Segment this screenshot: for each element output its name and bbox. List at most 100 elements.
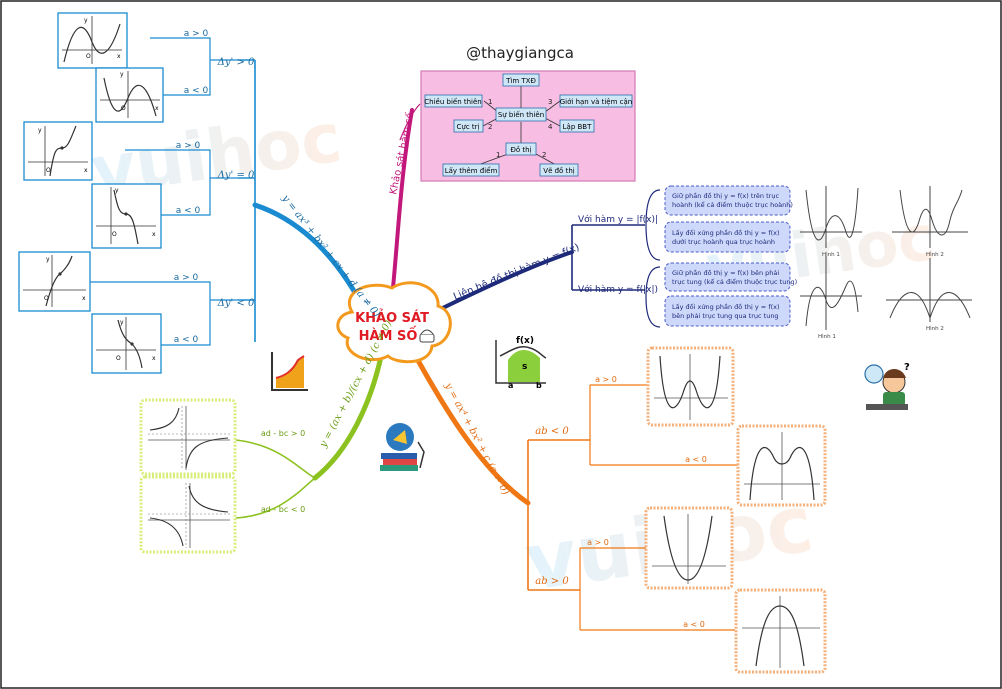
figure-caption: Hình 1 (818, 333, 836, 340)
axis-origin: O (112, 231, 117, 238)
step-number: 1 (488, 98, 492, 106)
survey-node-dothi[interactable]: Đồ thị (505, 142, 537, 156)
cubic-sub-label: a > 0 (184, 29, 209, 39)
survey-node-label: Vẽ đồ thị (543, 167, 574, 175)
figure-caption: Hình 2 (926, 251, 944, 258)
survey-node-gioihan[interactable]: Giới hạn và tiệm cận (559, 94, 633, 108)
cubic-sub-label: a < 0 (176, 206, 201, 216)
integral-s-label: s (522, 362, 527, 372)
rational-sub-label: ad - bc < 0 (261, 505, 305, 514)
quartic-graph-4 (734, 588, 827, 674)
integral-b-label: b (536, 381, 542, 390)
center-title-line2: HÀM SỐ (359, 326, 418, 344)
abs-item-text-line2: dưới trục hoành qua trục hoành (672, 238, 775, 246)
figure-caption: Hình 1 (822, 251, 840, 258)
survey-node-lapbbt[interactable]: Lập BBT (559, 119, 595, 133)
integral-fx-label: f(x) (516, 336, 534, 346)
step-number: 2 (488, 123, 492, 131)
svg-text:?: ? (904, 362, 910, 373)
axis-origin: O (44, 295, 49, 302)
cubic-case-1-label: Δy' > 0 (217, 57, 255, 68)
rational-sub-label: ad - bc > 0 (261, 429, 305, 438)
abs-item-text: Lấy đối xứng phần đồ thị y = f(x)bên phả… (672, 303, 780, 320)
survey-node-label: Cực trị (457, 123, 480, 131)
integral-icon: f(x) s a b (495, 336, 547, 390)
quartic-case-1-label: ab < 0 (535, 426, 569, 437)
cubic-graph-2: O x y (95, 67, 164, 123)
axis-x: x (152, 231, 156, 238)
cubic-sub-label: a > 0 (176, 141, 201, 151)
survey-node-label: Chiều biến thiên (424, 98, 481, 106)
axis-x: x (152, 355, 156, 362)
cake-icon (419, 329, 435, 343)
cubic-graph-3: O x y (23, 121, 93, 181)
quartic-sub-label: a > 0 (587, 538, 609, 547)
axis-origin: O (46, 167, 51, 174)
abs-case1-label: Với hàm y = |f(x)| (578, 214, 658, 225)
axis-y: y (115, 187, 119, 194)
axis-origin: O (116, 355, 121, 362)
step-number: 1 (496, 151, 500, 159)
survey-node-cuctri[interactable]: Cực trị (453, 119, 484, 133)
axis-origin: O (121, 105, 126, 112)
quartic-graph-1 (646, 346, 735, 427)
quartic-sub-label: a < 0 (685, 455, 707, 464)
step-number: 2 (542, 151, 546, 159)
area-chart-icon (271, 352, 308, 391)
step-number: 4 (548, 123, 553, 131)
center-node[interactable]: KHẢO SÁT HÀM SỐ (336, 281, 452, 364)
books-lamp-icon (380, 423, 425, 471)
cubic-sub-label: a < 0 (184, 86, 209, 96)
cubic-sub-label: a < 0 (174, 335, 199, 345)
abs-case1-item-2: Lấy đối xứng phần đồ thị y = f(x)dưới tr… (664, 221, 791, 253)
abs-item-text-line2: trục tung (kể cả điểm thuộc trục tung) (672, 277, 797, 286)
cubic-graph-5: O x y (18, 251, 91, 312)
axis-y: y (46, 256, 50, 263)
survey-node-label: Tìm TXĐ (505, 77, 536, 85)
abs-item-text-line2: hoành (kể cả điểm thuộc trục hoành) (672, 200, 793, 209)
rational-graph-1 (139, 398, 237, 476)
cubic-case-3-label: Δy' < 0 (217, 298, 255, 309)
figure-caption: Hình 2 (926, 325, 944, 332)
cubic-case-2-label: Δy' = 0 (217, 170, 255, 181)
abs-item-text: Lấy đối xứng phần đồ thị y = f(x)dưới tr… (672, 229, 780, 246)
quartic-graph-2 (736, 424, 827, 507)
axis-x: x (117, 53, 121, 60)
axis-origin: O (86, 53, 91, 60)
cubic-sub-label: a > 0 (174, 273, 199, 283)
abs-case2-item-2: Lấy đối xứng phần đồ thị y = f(x)bên phả… (664, 295, 791, 327)
rational-graph-2 (139, 475, 237, 554)
abs-item-text-line2: bên phải trục tung qua trục tung (672, 312, 779, 320)
cubic-graph-4: O x y (91, 183, 162, 249)
axis-y: y (84, 17, 88, 24)
survey-node-vedothi[interactable]: Vẽ đồ thị (539, 163, 579, 177)
survey-node-bienthien[interactable]: Sự biến thiên (495, 107, 547, 122)
abs-case2-label: Với hàm y = f(|x|) (578, 284, 658, 295)
abs-sample-graphs (800, 186, 972, 330)
survey-node-laythem[interactable]: Lấy thêm điểm (442, 163, 500, 177)
axis-y: y (38, 127, 42, 134)
cubic-graph-1: O x y (57, 12, 128, 69)
survey-node-txd[interactable]: Tìm TXĐ (502, 73, 540, 87)
integral-a-label: a (508, 381, 513, 390)
survey-node-label: Đồ thị (510, 146, 531, 154)
axis-x: x (84, 167, 88, 174)
quartic-case-2-label: ab > 0 (535, 576, 569, 587)
axis-y: y (120, 319, 124, 326)
step-number: 3 (548, 98, 552, 106)
axis-y: y (120, 71, 124, 78)
axis-x: x (82, 295, 86, 302)
axis-x: x (155, 105, 159, 112)
survey-node-chieu[interactable]: Chiều biến thiên (424, 94, 483, 108)
center-title-line1: KHẢO SÁT (355, 309, 429, 326)
survey-node-label: Lấy thêm điểm (445, 166, 498, 175)
cubic-graph-6: O x y (91, 313, 162, 374)
student-thinking-icon: ? (864, 362, 910, 410)
survey-node-label: Sự biến thiên (498, 111, 544, 119)
survey-branch: Khảo sát hàm số @thaygiangca Tìm TXĐ Sự … (387, 44, 636, 196)
